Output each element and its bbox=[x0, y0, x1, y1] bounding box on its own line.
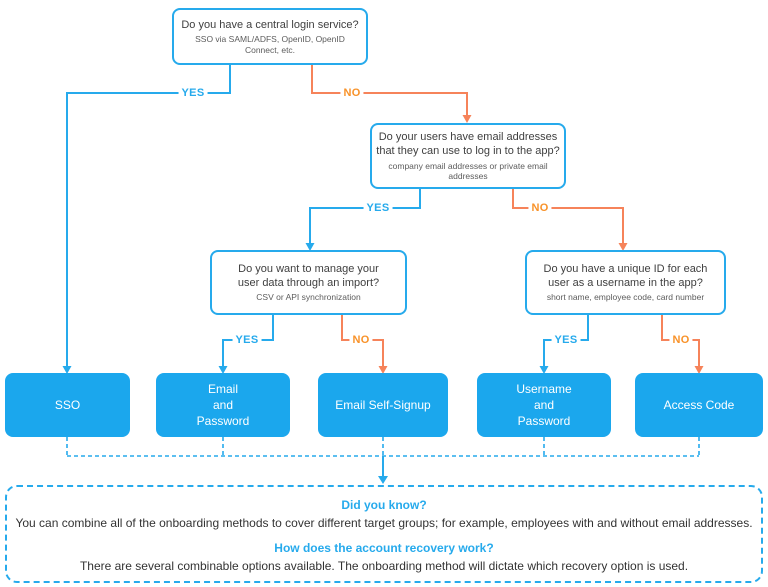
result-node-username-password: Username and Password bbox=[477, 373, 611, 437]
info-heading-did-you-know: Did you know? bbox=[341, 498, 427, 512]
edge-label-no: NO bbox=[528, 201, 552, 215]
question-subtitle: CSV or API synchronization bbox=[256, 292, 361, 303]
result-node-email-self-signup: Email Self-Signup bbox=[318, 373, 448, 437]
edge-label-no: NO bbox=[340, 86, 364, 100]
question-node-unique-id: Do you have a unique ID for each user as… bbox=[525, 250, 726, 315]
result-node-access-code: Access Code bbox=[635, 373, 763, 437]
edge-label-yes: YES bbox=[551, 333, 581, 347]
arrowhead-into-info-panel bbox=[378, 476, 388, 484]
question-node-user-data-import: Do you want to manage your user data thr… bbox=[210, 250, 407, 315]
info-body-combine-methods: You can combine all of the onboarding me… bbox=[15, 516, 753, 530]
question-title: Do you want to manage your user data thr… bbox=[237, 262, 380, 290]
info-panel: Did you know? You can combine all of the… bbox=[5, 485, 763, 583]
question-node-central-login: Do you have a central login service? SSO… bbox=[172, 8, 368, 65]
question-node-email-addresses: Do your users have email addresses that … bbox=[370, 123, 566, 189]
info-body-recovery-options: There are several combinable options ava… bbox=[79, 559, 689, 573]
result-node-sso: SSO bbox=[5, 373, 130, 437]
question-subtitle: SSO via SAML/ADFS, OpenID, OpenID Connec… bbox=[195, 34, 345, 55]
connector-q2-yes-to-q3 bbox=[309, 189, 421, 245]
question-title: Do your users have email addresses that … bbox=[376, 131, 560, 158]
edge-label-yes: YES bbox=[363, 201, 393, 215]
result-node-email-password: Email and Password bbox=[156, 373, 290, 437]
question-subtitle: company email addresses or private email… bbox=[388, 160, 548, 182]
info-heading-account-recovery: How does the account recovery work? bbox=[274, 541, 494, 555]
question-subtitle: short name, employee code, card number bbox=[546, 292, 705, 303]
edge-label-yes: YES bbox=[178, 86, 208, 100]
edge-label-yes: YES bbox=[232, 333, 262, 347]
connector-q1-yes-to-sso bbox=[66, 65, 231, 367]
arrowhead-into-q2 bbox=[462, 115, 472, 123]
question-title: Do you have a unique ID for each user as… bbox=[543, 262, 708, 290]
question-title: Do you have a central login service? bbox=[181, 18, 359, 31]
edge-label-no: NO bbox=[349, 333, 373, 347]
edge-label-no: NO bbox=[669, 333, 693, 347]
connector-q2-no-to-q4 bbox=[512, 189, 624, 245]
connector-q1-no-to-q2 bbox=[311, 65, 468, 117]
